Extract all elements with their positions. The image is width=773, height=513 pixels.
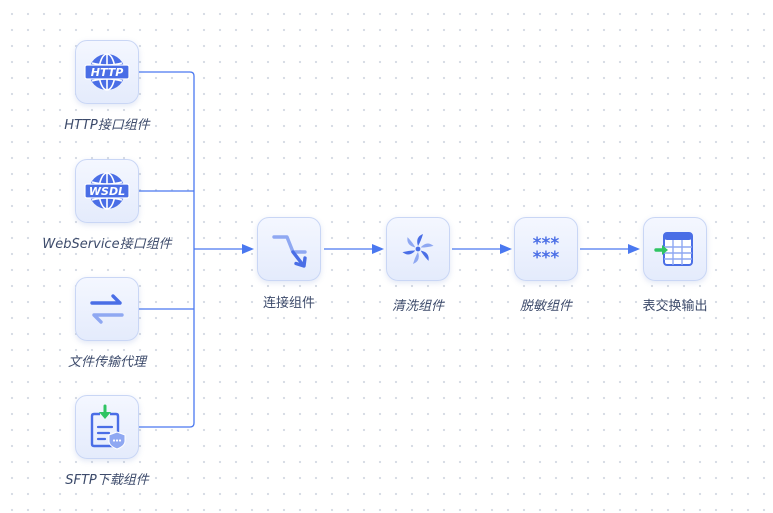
http-badge-text: HTTP [91, 66, 124, 79]
node-clean[interactable] [386, 217, 450, 281]
download-clipboard-icon [90, 404, 126, 450]
wire-http-to-bus [139, 71, 195, 249]
label-sftp: SFTP下载组件 [65, 473, 149, 488]
label-mask: 脱敏组件 [519, 299, 572, 314]
http-globe-icon: HTTP [84, 53, 130, 91]
wsdl-badge-text: WSDL [89, 185, 125, 198]
mask-glyph-row-1: *** [533, 234, 560, 254]
label-wsdl: WebService接口组件 [42, 237, 172, 252]
node-http[interactable]: HTTP [75, 40, 139, 104]
node-mask[interactable]: *** *** [514, 217, 578, 281]
mask-glyph-row-2: *** [533, 248, 560, 268]
node-output[interactable] [643, 217, 707, 281]
wire-sftp-to-bus [139, 249, 195, 428]
label-clean: 清洗组件 [391, 299, 444, 314]
label-output: 表交换输出 [642, 299, 708, 314]
label-http: HTTP接口组件 [64, 118, 150, 133]
node-wsdl[interactable]: WSDL [75, 159, 139, 223]
pinwheel-icon [402, 234, 434, 264]
asterisks-mask-icon: *** *** [533, 234, 560, 268]
connect-zigzag-arrow-icon [272, 235, 307, 268]
node-file-transfer[interactable] [75, 277, 139, 341]
swap-arrows-icon [90, 294, 124, 324]
table-export-icon [654, 232, 693, 266]
label-file-transfer: 文件传输代理 [67, 355, 146, 370]
wsdl-globe-icon: WSDL [84, 172, 130, 210]
label-connect: 连接组件 [262, 296, 315, 311]
node-connect[interactable] [257, 217, 321, 281]
node-sftp[interactable] [75, 395, 139, 459]
